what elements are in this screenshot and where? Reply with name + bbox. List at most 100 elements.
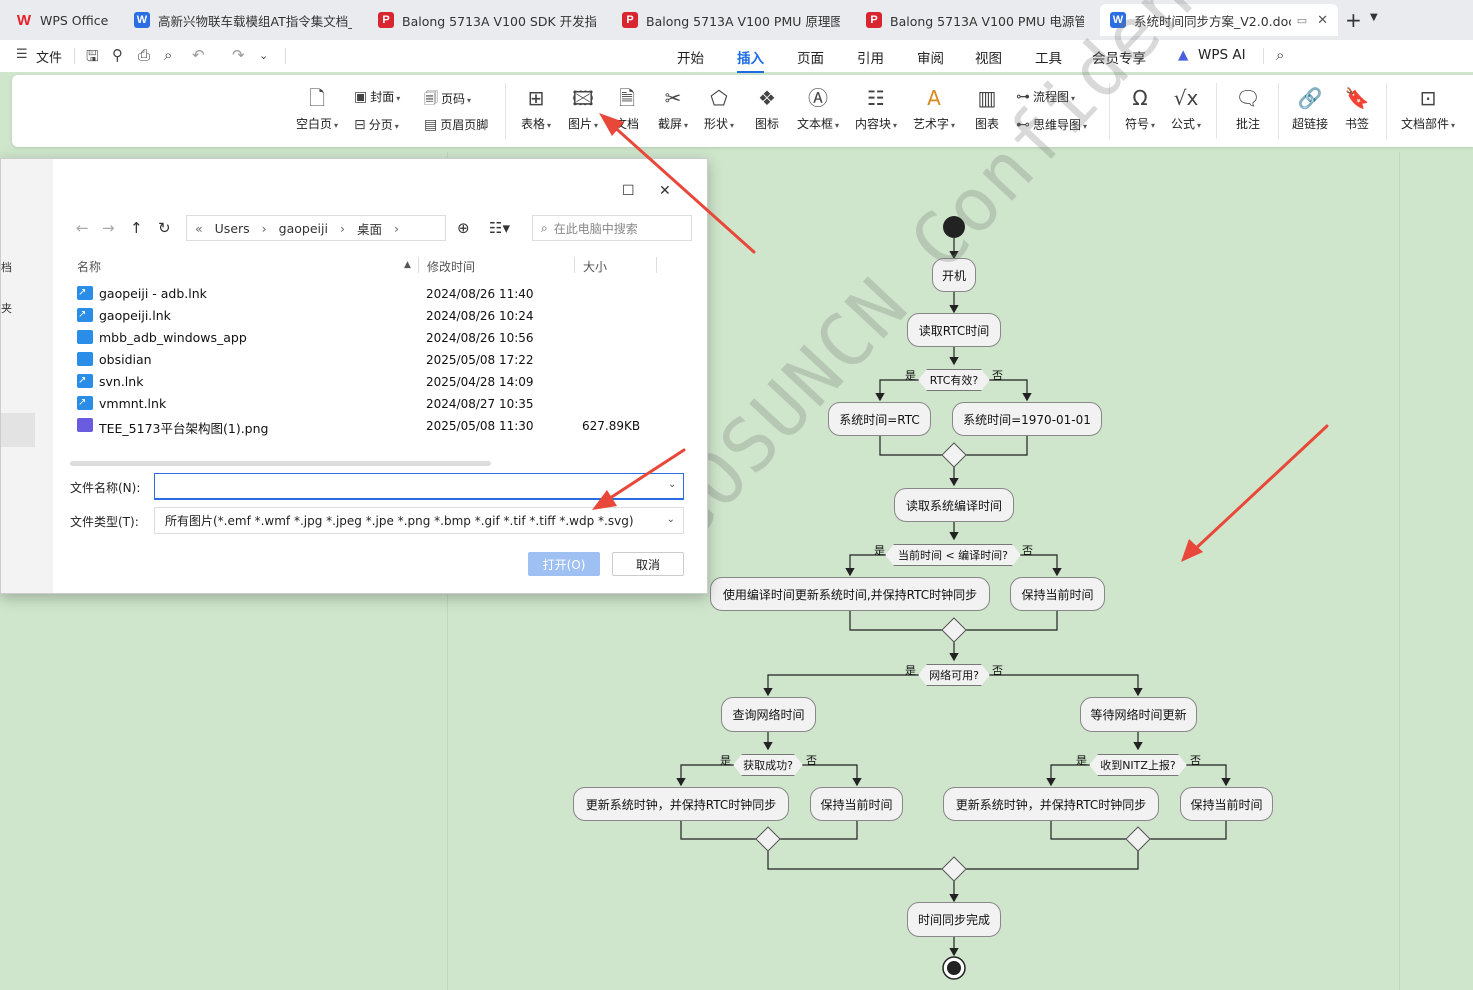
table-button[interactable]: ⊞ 表格▾ — [516, 85, 556, 132]
sidebar-item-selected[interactable] — [1, 413, 35, 447]
tab-pmu-schematic[interactable]: P Balong 5713A V100 PMU 原理图设 — [612, 4, 850, 36]
save-icon[interactable]: 🖫 — [86, 47, 99, 65]
redo-icon[interactable]: ↷ — [232, 46, 245, 64]
sidebar-item-label[interactable]: 档 — [1, 261, 12, 274]
up-arrow-icon[interactable]: ↑ — [130, 219, 143, 237]
tab-home[interactable]: 开始 — [677, 51, 704, 67]
refresh-icon[interactable]: ↻ — [158, 219, 171, 237]
print-preview-icon[interactable]: ⌕ — [164, 46, 173, 64]
shortcut-icon — [77, 308, 93, 322]
tab-references[interactable]: 引用 — [857, 51, 884, 67]
content-block-button[interactable]: ☷ 内容块▾ — [852, 85, 900, 132]
forward-arrow-icon[interactable]: → — [102, 219, 115, 237]
close-icon[interactable]: ✕ — [659, 183, 671, 199]
symbol-button[interactable]: Ω 符号▾ — [1120, 85, 1160, 132]
file-row[interactable]: gaopeiji.lnk 2024/08/26 10:24 — [77, 305, 677, 327]
bar-chart-icon: ▥ — [977, 86, 997, 110]
divider — [505, 83, 506, 139]
chevron-down-icon[interactable]: ▼ — [1370, 12, 1378, 23]
textbox-button[interactable]: Ⓐ 文本框▾ — [794, 85, 842, 132]
formula-button[interactable]: √x 公式▾ — [1166, 85, 1206, 132]
textbox-icon: Ⓐ — [808, 86, 828, 110]
mindmap-button[interactable]: ⊷思维导图▾ — [1016, 117, 1088, 133]
bookmark-button[interactable]: 🔖 书签 — [1340, 85, 1374, 132]
filename-input[interactable] — [154, 473, 684, 500]
comment-button[interactable]: 🗨 批注 — [1230, 85, 1266, 132]
hamburger-icon[interactable]: ☰ — [16, 47, 28, 62]
divider — [1386, 83, 1387, 139]
breadcrumb-item[interactable]: 桌面 — [356, 221, 382, 237]
tab-wps-ai[interactable]: WPS AI — [1198, 47, 1246, 63]
flow-node-update-left: 更新系统时钟，并保持RTC时钟同步 — [573, 787, 789, 821]
tab-sdk-guide[interactable]: P Balong 5713A V100 SDK 开发指南 — [368, 4, 606, 36]
close-icon[interactable]: ✕ — [1317, 12, 1328, 28]
picture-button[interactable]: 🖾 图片▾ — [563, 85, 603, 132]
file-row[interactable]: TEE_5173平台架构图(1).png 2025/05/08 11:30 62… — [77, 415, 677, 437]
hyperlink-button[interactable]: 🔗 超链接 — [1288, 85, 1332, 132]
tab-review[interactable]: 审阅 — [917, 51, 944, 67]
chevron-down-icon[interactable]: ⌄ — [668, 479, 677, 490]
column-header-size[interactable]: 大小 — [583, 260, 608, 274]
page-break-button[interactable]: ⊟分页▾ — [354, 117, 399, 133]
file-row[interactable]: obsidian 2025/05/08 17:22 — [77, 349, 677, 371]
flowchart-button[interactable]: ⊶流程图▾ — [1016, 89, 1076, 105]
tab-page[interactable]: 页面 — [797, 51, 824, 67]
new-tab-plus-icon[interactable]: + — [1345, 8, 1362, 32]
tab-view[interactable]: 视图 — [975, 51, 1002, 67]
open-button[interactable]: 打开(O) — [528, 552, 600, 576]
icon-button[interactable]: ❖ 图标 — [750, 85, 784, 132]
print-icon[interactable]: ⎙ — [138, 46, 151, 64]
search-input[interactable]: ⌕ 在此电脑中搜索 — [532, 215, 692, 241]
tab-member[interactable]: 会员专享 — [1092, 51, 1146, 67]
column-header-modified[interactable]: 修改时间 — [427, 260, 476, 274]
link-share-icon[interactable]: ⚲ — [112, 46, 123, 64]
view-mode-icon[interactable]: ☷▾ — [489, 219, 510, 237]
folder-icon — [77, 352, 93, 366]
flow-node-keep-current: 保持当前时间 — [1010, 577, 1105, 611]
file-row[interactable]: gaopeiji - adb.lnk 2024/08/26 11:40 — [77, 283, 677, 305]
sidebar-item-label[interactable]: 夹 — [1, 302, 12, 315]
horizontal-scrollbar[interactable] — [70, 461, 491, 466]
tab-wps-office[interactable]: W WPS Office — [16, 11, 108, 29]
wordart-icon: A — [927, 86, 941, 110]
address-bar[interactable]: « Users › gaopeiji › 桌面 › — [186, 215, 446, 241]
cover-button[interactable]: ▣封面▾ — [354, 89, 401, 105]
filetype-select[interactable]: 所有图片(*.emf *.wmf *.jpg *.jpeg *.jpe *.pn… — [154, 507, 684, 534]
back-arrow-icon[interactable]: ← — [76, 219, 89, 237]
page-number-button[interactable]: 🗐页码▾ — [424, 91, 472, 107]
wordart-button[interactable]: A 艺术字▾ — [910, 85, 958, 132]
file-row[interactable]: mbb_adb_windows_app 2024/08/26 10:56 — [77, 327, 677, 349]
monitor-icon[interactable]: ▭ — [1296, 13, 1308, 27]
file-menu[interactable]: 文件 — [36, 51, 63, 66]
cancel-button[interactable]: 取消 — [612, 552, 684, 576]
header-footer-button[interactable]: ▤页眉页脚 — [424, 117, 489, 133]
search-icon[interactable]: ⌕ — [1276, 46, 1285, 64]
icons-grid-icon: ❖ — [758, 86, 776, 110]
maximize-icon[interactable]: ☐ — [622, 183, 635, 199]
file-row[interactable]: svn.lnk 2025/04/28 14:09 — [77, 371, 677, 393]
undo-icon[interactable]: ↶ — [192, 46, 205, 64]
word-doc-icon: W — [1110, 12, 1126, 28]
new-folder-icon[interactable]: ⊕ — [457, 219, 470, 237]
chevron-down-icon[interactable]: ⌄ — [259, 49, 269, 62]
chart-button[interactable]: ▥ 图表 — [970, 85, 1004, 132]
chevron-right-icon: › — [339, 220, 345, 236]
file-row[interactable]: vmmnt.lnk 2024/08/27 10:35 — [77, 393, 677, 415]
divider — [656, 257, 657, 273]
tab-tools[interactable]: 工具 — [1035, 51, 1062, 67]
page-break-icon: ⊟ — [354, 117, 366, 133]
tab-time-sync-doc[interactable]: W 系统时间同步方案_V2.0.docx ▭ ✕ — [1100, 4, 1338, 36]
wps-ai-icon[interactable]: ▲ — [1178, 47, 1189, 63]
header-footer-icon: ▤ — [424, 117, 438, 133]
blank-page-button[interactable]: 🗋 空白页▾ — [295, 86, 339, 131]
tab-insert[interactable]: 插入 — [737, 47, 764, 73]
column-header-name[interactable]: 名称 — [77, 260, 102, 274]
pdf-doc-icon: P — [622, 12, 638, 28]
flow-node-read-rtc: 读取RTC时间 — [907, 313, 1001, 347]
tab-at-doc[interactable]: W 高新兴物联车载模组AT指令集文档_V — [124, 4, 362, 36]
link-icon: 🔗 — [1297, 86, 1323, 110]
tab-pmu-power[interactable]: P Balong 5713A V100 PMU 电源管理 — [856, 4, 1094, 36]
doc-parts-button[interactable]: ⊡ 文档部件▾ — [1398, 85, 1458, 132]
breadcrumb-item[interactable]: gaopeiji — [278, 220, 328, 236]
breadcrumb-item[interactable]: Users — [214, 220, 250, 236]
